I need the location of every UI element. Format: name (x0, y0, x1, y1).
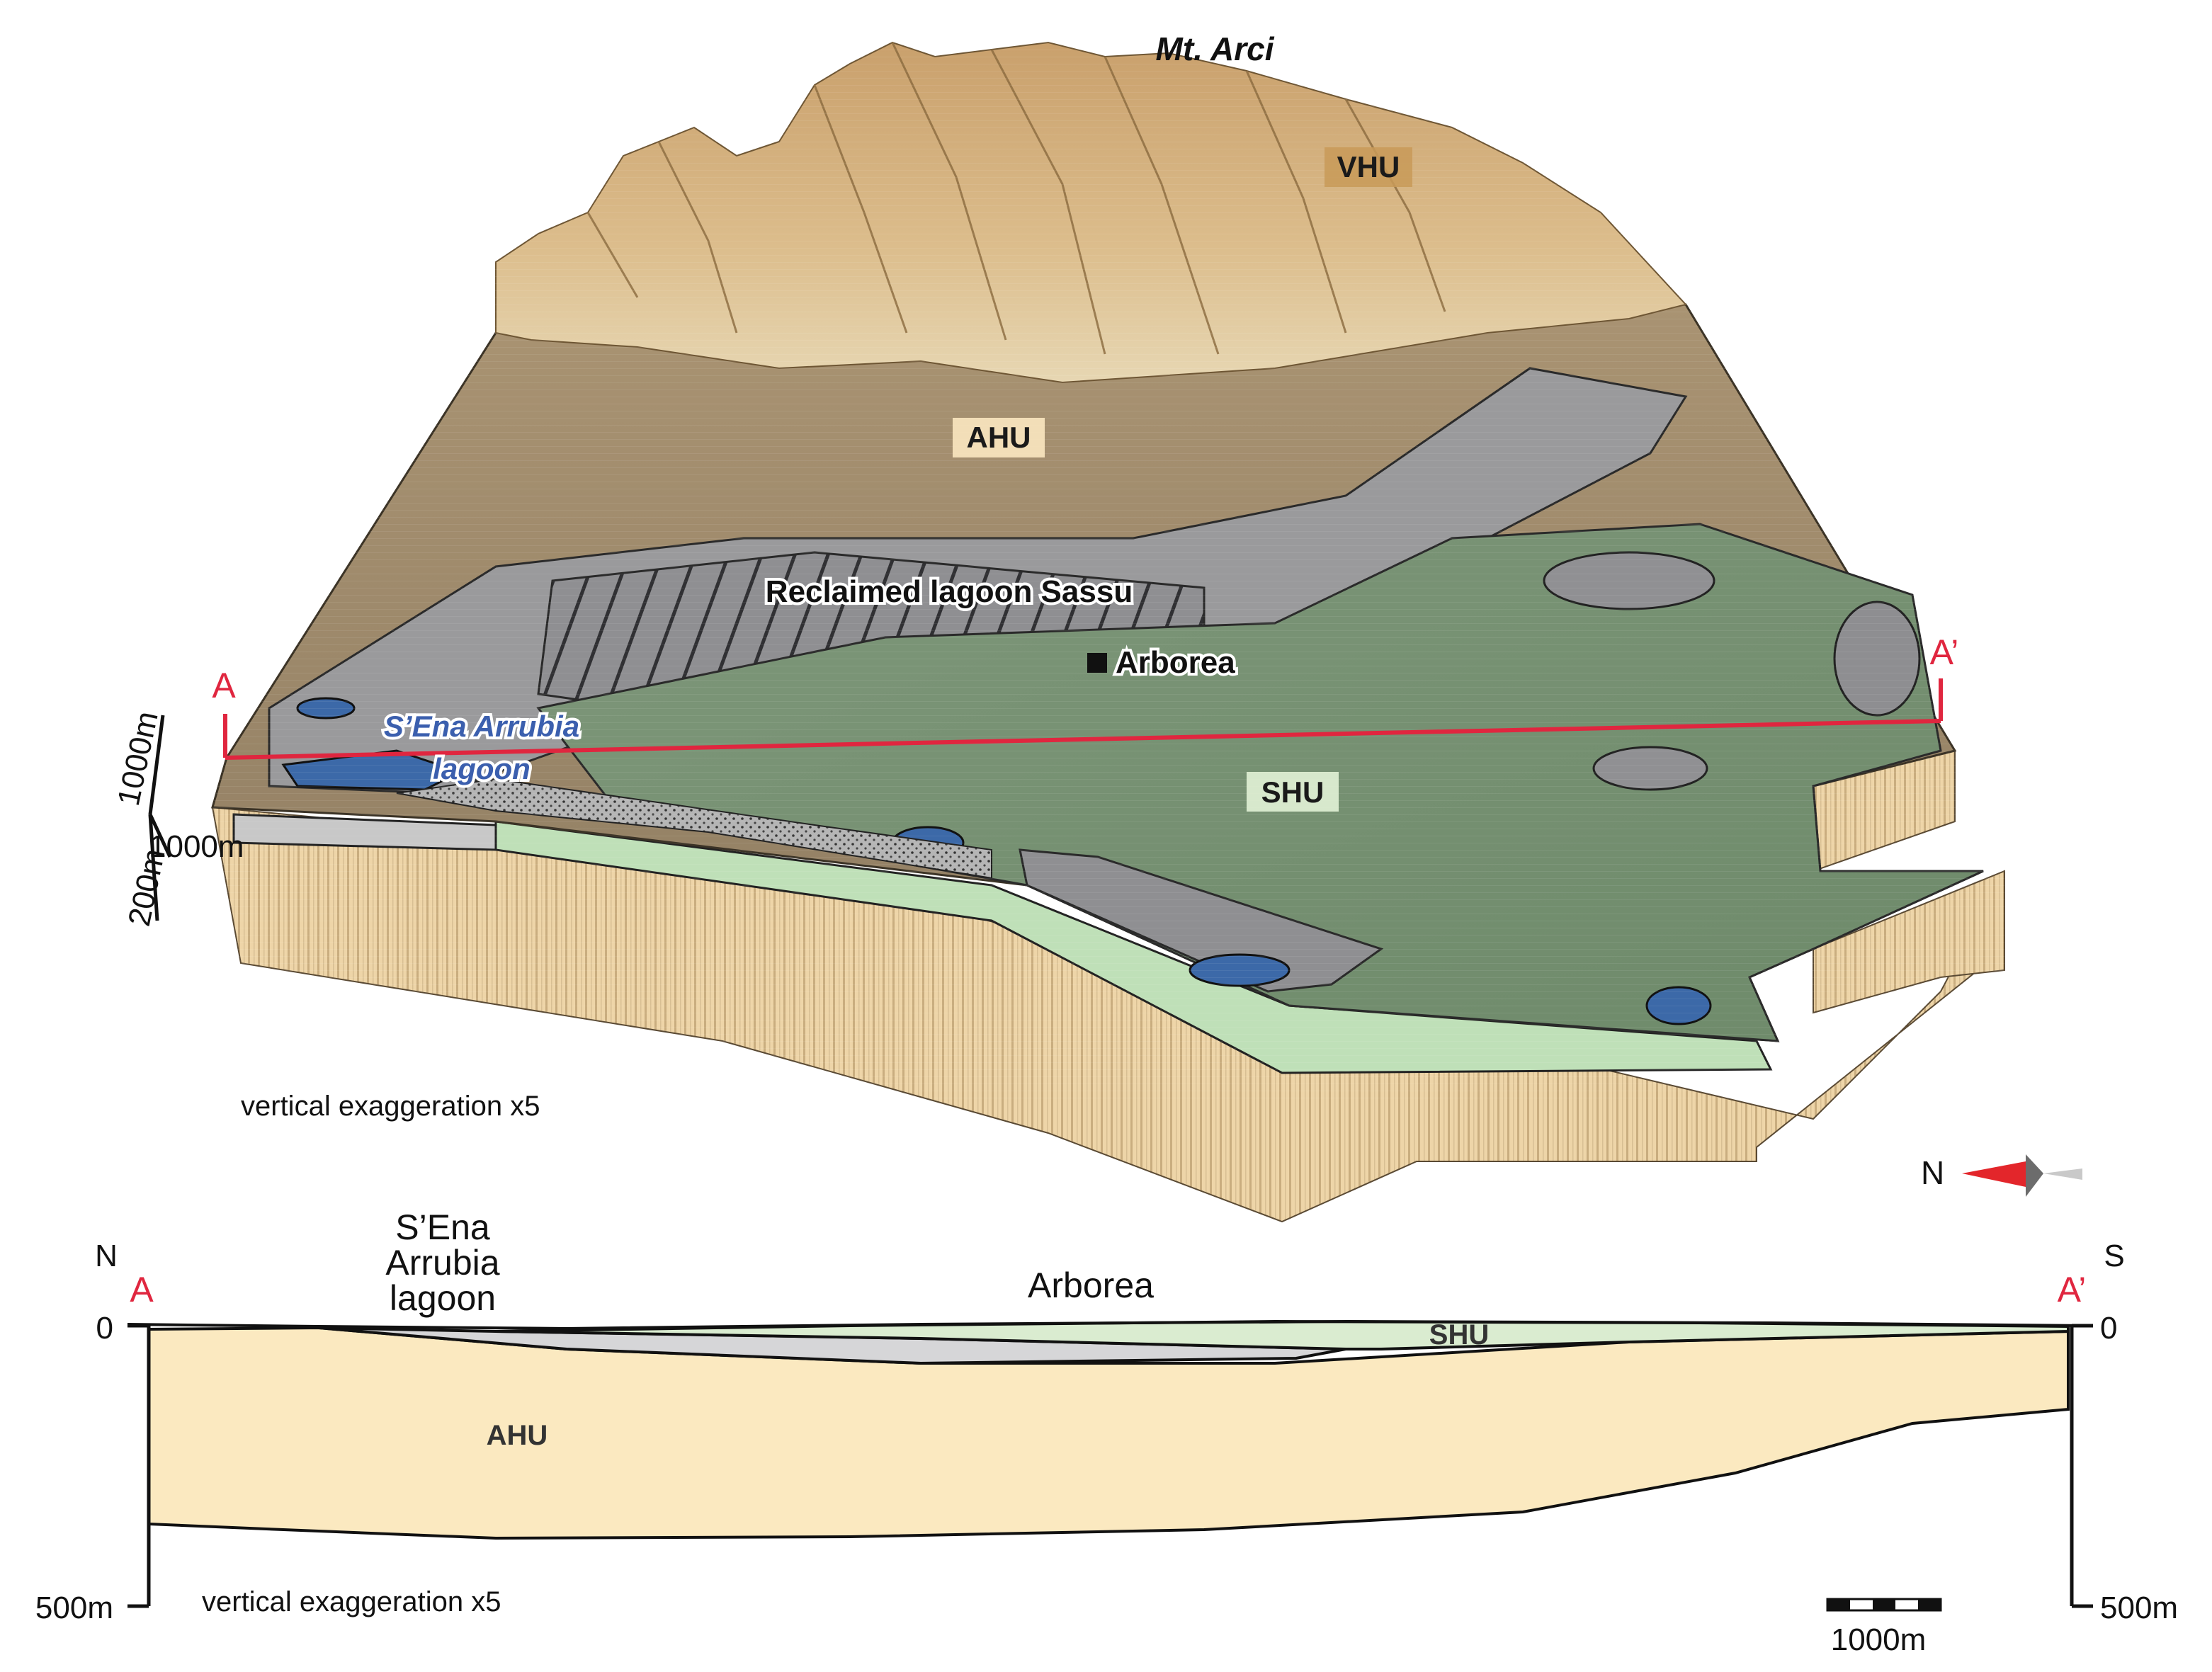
section-ahu-label: AHU (487, 1420, 548, 1451)
section-lagoon-line3: lagoon (390, 1278, 496, 1318)
section-start-label: A (212, 666, 236, 705)
section-end-label: A’ (1930, 632, 1959, 672)
ahu-badge-box (953, 418, 1045, 457)
section-right-axis (2070, 1324, 2093, 1608)
scale-label-x: 1000m (149, 829, 244, 864)
depth-label-top-right: 0 (2100, 1311, 2117, 1346)
surface-scanlines (212, 42, 2004, 1105)
vhu-badge-box (1325, 147, 1412, 187)
lagoon-label-line1: S’Ena Arrubia (384, 710, 579, 743)
north-arrow-label: N (1921, 1154, 1944, 1191)
town-marker (1087, 653, 1107, 673)
section-south-label: S (2104, 1239, 2124, 1273)
scale-axes (148, 715, 172, 921)
scale-label-z: 200m (122, 846, 172, 929)
depth-label-bottom-left: 500m (35, 1591, 113, 1625)
section-end-endpoint: A’ (2058, 1270, 2087, 1309)
town-label: Arborea (1116, 645, 1235, 680)
depth-label-top-left: 0 (96, 1311, 113, 1346)
peak-label: Mt. Arci (1156, 30, 1275, 67)
block-diagram: Mt. Arci VHU AHU SHU Reclaimed lagoon Sa… (111, 30, 2082, 1223)
section-scale-label: 1000m (1831, 1622, 1927, 1657)
section-surface-line (127, 1319, 2087, 1331)
section-town-label: Arborea (1028, 1266, 1154, 1305)
north-arrow-icon (1962, 1161, 2026, 1187)
section-lagoon-line1: S’Ena (395, 1207, 490, 1247)
section-left-axis (127, 1324, 151, 1608)
block-exaggeration-note: vertical exaggeration x5 (241, 1091, 540, 1122)
section-lagoon-line2: Arrubia (385, 1243, 499, 1283)
section-shu-label: SHU (1429, 1319, 1489, 1350)
shu-label: SHU (1261, 775, 1325, 809)
section-north-label: N (95, 1239, 118, 1273)
reclaimed-lagoon-label: Reclaimed lagoon Sassu (766, 574, 1133, 609)
ahu-label: AHU (967, 421, 1031, 454)
section-scale-bar (1826, 1598, 1942, 1612)
cross-section: N S A A’ S’Ena Arrubia lagoon Arborea SH… (35, 1207, 2178, 1657)
section-exaggeration-note: vertical exaggeration x5 (202, 1586, 501, 1617)
lagoon-label-line2: lagoon (433, 752, 531, 785)
vhu-label: VHU (1337, 150, 1400, 183)
north-arrow: N (1921, 1154, 2082, 1197)
shu-badge-box (1247, 772, 1339, 812)
depth-label-bottom-right: 500m (2100, 1591, 2178, 1625)
section-line (223, 678, 1943, 760)
section-start-endpoint: A (130, 1270, 154, 1309)
